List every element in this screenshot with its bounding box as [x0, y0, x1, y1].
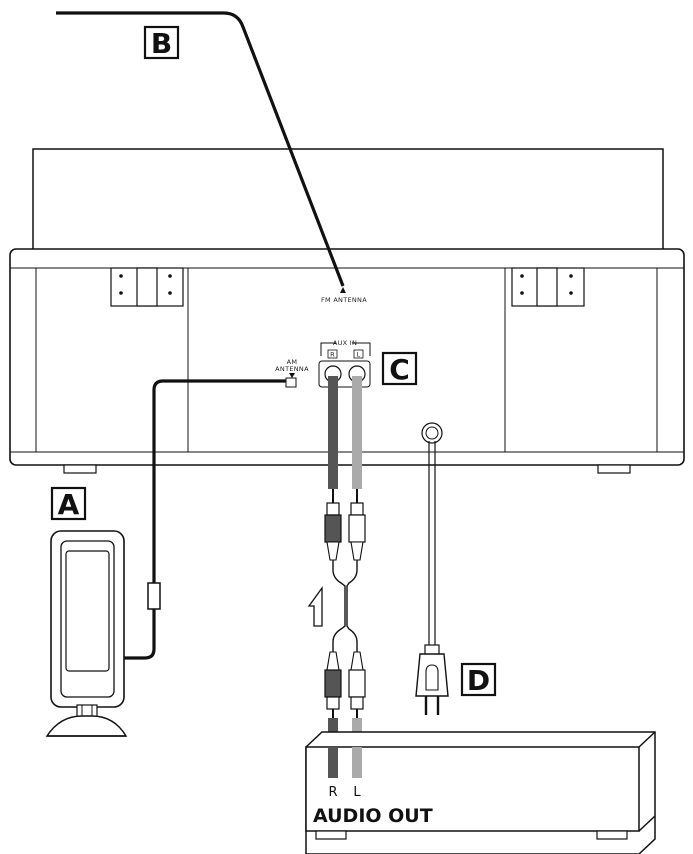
audio-device: [305, 731, 656, 854]
callout-c: C: [381, 351, 418, 386]
device-l-label: L: [353, 785, 361, 800]
callout-d: D: [460, 662, 497, 697]
am-antenna-arrow: [289, 373, 295, 378]
am-antenna-text-1: AM: [287, 358, 298, 366]
am-antenna-text-2: ANTENNA: [275, 365, 309, 373]
aux-in-r: R: [330, 351, 335, 359]
power-cord: [415, 422, 449, 715]
fm-antenna-text: FM ANTENNA: [321, 296, 367, 304]
am-wire-ferrite: [147, 582, 161, 610]
foot-left: [63, 464, 97, 474]
svg-text:B: B: [151, 27, 172, 60]
aux-in-l: L: [357, 351, 361, 359]
fm-antenna-arrow: [340, 287, 346, 293]
am-antenna-terminal: [285, 377, 297, 388]
foot-right: [597, 464, 631, 474]
turntable-lid: [32, 148, 664, 252]
callout-a: A: [50, 486, 87, 521]
hinge-right: [511, 267, 585, 307]
direction-arrow: [307, 585, 323, 627]
am-loop-antenna: [45, 530, 128, 737]
svg-text:A: A: [58, 488, 80, 521]
aux-in-bracket: [320, 342, 371, 356]
rca-cable-upper: [324, 376, 366, 652]
callout-b: B: [143, 25, 180, 60]
audio-out-label: AUDIO OUT: [313, 805, 433, 827]
fm-antenna-wire: [56, 11, 345, 287]
aux-in-label: AUX IN: [333, 339, 357, 347]
svg-text:D: D: [467, 664, 490, 697]
device-r-label: R: [328, 785, 337, 800]
hinge-left: [110, 267, 184, 307]
svg-text:C: C: [389, 353, 410, 386]
am-antenna-wire: [124, 379, 286, 660]
